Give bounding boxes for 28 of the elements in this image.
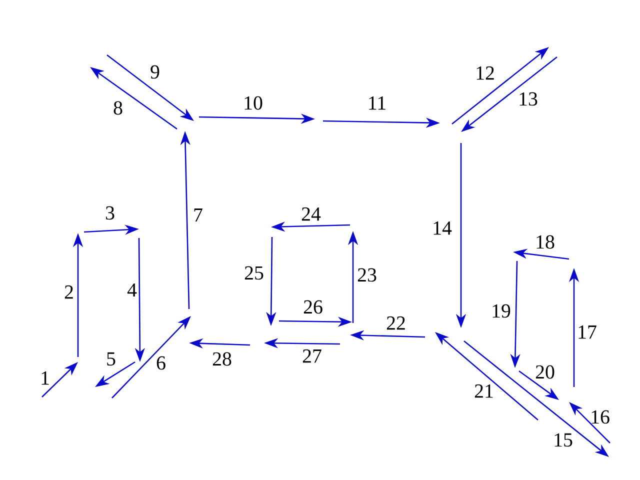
step-number: 2 <box>64 285 73 299</box>
step-number: 1 <box>42 371 49 385</box>
step-number: 25 <box>244 266 264 280</box>
step-number: 3 <box>106 206 114 220</box>
step-number: 7 <box>194 208 202 222</box>
step-number: 21 <box>474 384 493 398</box>
step-number: 5 <box>107 352 116 366</box>
step-number: 11 <box>369 96 386 110</box>
step-number: 18 <box>536 235 554 249</box>
step-number: 27 <box>302 349 322 363</box>
step-number: 12 <box>476 66 494 80</box>
step-number: 8 <box>114 101 122 115</box>
step-number: 15 <box>554 433 572 447</box>
step-number: 17 <box>578 325 596 339</box>
step-number: 14 <box>434 221 452 235</box>
step-number: 16 <box>592 410 610 424</box>
step-number: 13 <box>520 92 538 106</box>
step-number: 24 <box>302 207 321 221</box>
step-number: 26 <box>304 300 322 314</box>
step-number: 6 <box>156 356 166 370</box>
step-number: 22 <box>386 316 405 330</box>
step-number: 20 <box>536 365 554 379</box>
step-number: 9 <box>150 65 160 79</box>
step-number: 19 <box>492 304 510 318</box>
step-number: 4 <box>127 283 137 297</box>
step-number: 10 <box>244 96 262 110</box>
step-number: 28 <box>212 352 232 366</box>
step-number: 23 <box>358 268 376 282</box>
